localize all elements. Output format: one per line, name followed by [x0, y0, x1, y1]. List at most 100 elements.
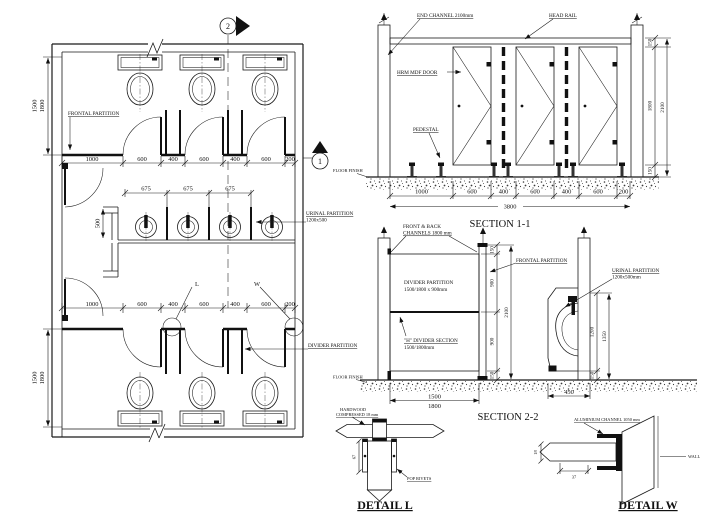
channels-callout: FRONT & BACK CHANNELS 1800 mm [390, 224, 478, 253]
detail-l-tag: L [195, 281, 199, 288]
toilet-3 [242, 54, 288, 106]
section-marker-1: 1 [303, 141, 329, 170]
toilet-5 [179, 376, 225, 427]
urinal-partition-label: URINAL PARTITION [612, 268, 660, 274]
dim-label: 1800 [39, 372, 46, 385]
end-channel-label: END CHANNEL 2100mm [417, 13, 473, 19]
dim-label: 1800 [39, 100, 46, 113]
flush-valve-icon [568, 296, 577, 302]
dim-label: 37 [572, 475, 577, 480]
dim-label: 1200 [590, 326, 596, 337]
section-1-1: END CHANNEL 2100mm HEAD RAIL HRM MDF DOO… [333, 13, 671, 230]
wall-section [621, 415, 655, 505]
urinal-area-walls [103, 206, 295, 278]
dim-label: 600 [137, 301, 147, 308]
dim-label: 200 [619, 189, 629, 196]
door-panel-1 [452, 46, 492, 166]
pedestal-callout: PEDESTAL [413, 127, 441, 159]
pop-rivets-callout: POP RIVETS [396, 468, 432, 481]
stall-partitions-bottom [165, 329, 243, 374]
divider-board-end [366, 489, 393, 502]
pedestal-label: PEDESTAL [413, 127, 439, 133]
hardwood-label-2: COMPRESSED 18 mm [336, 412, 379, 417]
dim-label: 900 [490, 279, 496, 287]
section-2-2: FRONT & BACK CHANNELS 1800 mm FRONTAL PA… [333, 224, 697, 423]
lock-icon [520, 104, 524, 108]
section22-bottom-dims: 1500 1800 450 [389, 383, 591, 410]
urinal-1 [135, 215, 157, 238]
dim-label: 2100 [504, 307, 510, 318]
dim-label: 600 [261, 156, 271, 163]
stall-doors-top [122, 116, 286, 156]
dim-label: 400 [230, 156, 240, 163]
divider-partition-label: DIVIDER PARTITION [308, 343, 357, 349]
plan-top-dim-chain: 1000 600 400 600 400 600 200 [58, 156, 299, 167]
end-channel-callout: END CHANNEL 2100mm [387, 13, 473, 56]
urinal-3 [219, 215, 241, 238]
divider-partition-size: 1500/1800 x 900mm [404, 287, 447, 293]
wall-right-section11 [630, 24, 644, 178]
dim-label: 900 [490, 337, 496, 345]
toilet-4 [117, 376, 163, 427]
anchor-icon [631, 13, 643, 25]
section22-left-dims: 150 900 900 150 2100 [481, 241, 514, 384]
section-marker-2: 2 [219, 16, 250, 308]
frontal-board-section [335, 424, 445, 438]
pedestal-icon [568, 162, 578, 177]
dim-label: 150 [648, 38, 654, 46]
section-marker-2-number: 2 [226, 22, 230, 31]
frontal-partition-section [478, 244, 487, 381]
urinal-4 [261, 215, 283, 238]
wall-left-section22 [377, 237, 391, 381]
aluminium-channel-label: ALUMINIUM CHANNEL 1050 mm [574, 417, 640, 422]
frontal-partition-label: FRONTAL PARTITION [516, 258, 567, 264]
hinge-icon [549, 140, 554, 145]
toilet-2 [179, 54, 225, 106]
urinal-section-profile [547, 287, 579, 372]
hinge-icon [612, 62, 617, 67]
dim-label: 400 [168, 156, 178, 163]
dim-label: 150 [490, 246, 496, 254]
head-rail [389, 37, 632, 45]
door-panel-3 [578, 46, 618, 166]
toilet-1 [117, 54, 163, 106]
dim-label: 3800 [504, 204, 517, 211]
rivet-icon [363, 454, 367, 458]
channels-label-1: FRONT & BACK [403, 224, 441, 230]
section11-right-dims: 150 1800 150 2100 [645, 34, 671, 181]
dim-label: 400 [168, 301, 178, 308]
dim-label: 18 [533, 450, 538, 455]
urinal-foot [548, 365, 557, 372]
dim-label: 150 [490, 371, 496, 379]
hinge-icon [612, 140, 617, 145]
dim-label: 500 [95, 219, 102, 229]
dim-label: 400 [562, 189, 572, 196]
dim-label: 67 [352, 454, 357, 459]
dim-label: 1000 [86, 301, 99, 308]
anchor-icon [480, 227, 486, 243]
detail-w-title: DETAIL W [618, 498, 677, 512]
dim-label: 1350 [602, 331, 608, 342]
door-panel-2 [515, 46, 555, 166]
wall-label: WALL [688, 454, 701, 459]
dim-label: 400 [230, 301, 240, 308]
h-divider-label: "H" DIVIDER SECTION [404, 338, 458, 344]
floor-finish-callout-s11: FLOOR FINISH [333, 168, 370, 178]
section-arrow-icon [312, 141, 328, 153]
urinal-dim-chain: 675 675 675 [121, 186, 255, 207]
h-divider-callout: "H" DIVIDER SECTION 1500/1800mm [399, 316, 458, 351]
pedestal-icon [436, 162, 446, 177]
dim-label: 600 [261, 301, 271, 308]
detail-l-title: DETAIL L [357, 498, 412, 512]
wall-break-top-icon [146, 38, 164, 58]
dim-label: 1000 [415, 189, 428, 196]
dim-label: 450 [564, 389, 574, 396]
wall-callout: WALL [660, 454, 701, 459]
plan-top-outer-walls [51, 43, 304, 437]
floor-finish-label: FLOOR FINISH [333, 168, 363, 173]
hinge-icon [549, 62, 554, 67]
door-callout: HRM MDF DOOR [397, 69, 461, 76]
lock-icon [583, 104, 587, 108]
urinal-area-plan: 675 675 675 500 URINAL PARTITION 1200x50… [62, 163, 354, 321]
